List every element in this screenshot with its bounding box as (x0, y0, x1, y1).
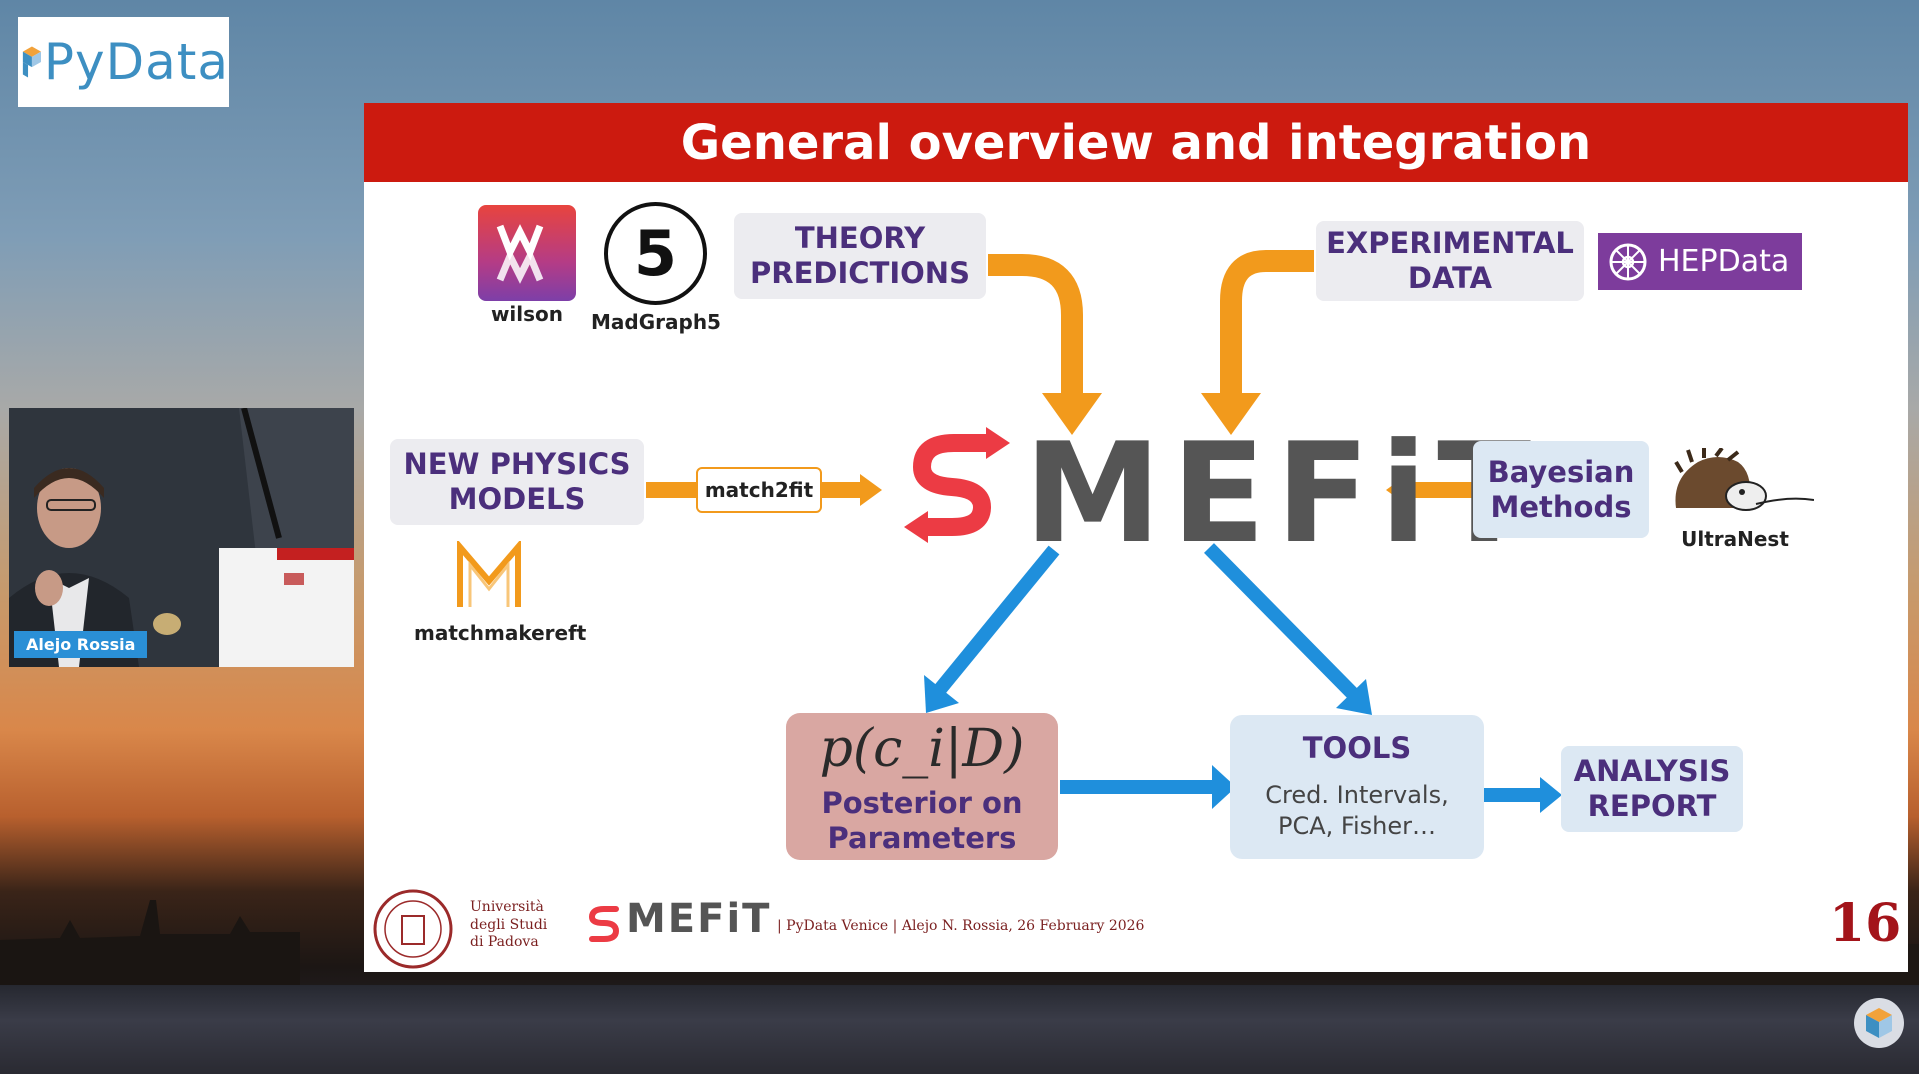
slide-title: General overview and integration (680, 114, 1592, 171)
theory-line-2: PREDICTIONS (750, 256, 970, 290)
match2fit-label: match2fit (696, 467, 822, 513)
tools-title: TOOLS (1302, 731, 1412, 766)
posterior-line-1: Posterior on (821, 785, 1023, 820)
madgraph-caption: MadGraph5 (591, 310, 721, 334)
mefit-small-s-icon (588, 906, 620, 942)
arrow-head-match2fit (860, 474, 882, 506)
models-line-2: MODELS (448, 482, 586, 516)
tools-box: TOOLS Cred. Intervals, PCA, Fisher… (1230, 715, 1484, 859)
flow-arrows (646, 250, 1562, 813)
arrow-head-theory (1042, 393, 1102, 435)
posterior-box: p(c_i|D) Posterior on Parameters (786, 713, 1058, 860)
university-name: Università degli Studi di Padova (470, 899, 547, 952)
pydata-corner-watermark (1854, 998, 1904, 1048)
university-seal-icon (373, 889, 453, 969)
slide-page-number: 16 (1829, 893, 1902, 954)
arrow-mefit-to-tools (1204, 543, 1359, 700)
arrow-head-bayesian (1386, 474, 1408, 506)
madgraph-logo: 5 (604, 202, 707, 305)
ultranest-hedgehog-icon (1674, 448, 1814, 511)
theory-line-1: THEORY (794, 221, 926, 256)
matchmakereft-caption: matchmakereft (414, 621, 587, 645)
analysis-report-box: ANALYSIS REPORT (1561, 746, 1743, 832)
arrow-experimental-to-mefit (1220, 250, 1314, 403)
pydata-logo: PyData (18, 17, 229, 107)
tools-item-1: Cred. Intervals, (1265, 781, 1449, 810)
posterior-line-2: Parameters (827, 820, 1017, 855)
matchmakereft-m-icon (457, 541, 521, 607)
hepdata-logo: HEPData (1598, 233, 1802, 290)
ultranest-caption: UltraNest (1681, 527, 1789, 551)
wilson-caption: wilson (490, 302, 564, 326)
university-line-2: degli Studi (470, 916, 548, 933)
arrow-theory-to-mefit (988, 254, 1083, 403)
arrow-head-experimental (1201, 393, 1261, 435)
arrow-head-tools-in (1212, 765, 1236, 809)
bayesian-methods-box: Bayesian Methods (1473, 441, 1649, 538)
arrow-head-tools (1336, 679, 1372, 715)
hepdata-logo-text: HEPData (1658, 244, 1790, 279)
speaker-video-frame (9, 408, 354, 667)
experimental-line-1: EXPERIMENTAL (1326, 226, 1574, 261)
arrow-mefit-to-posterior (931, 545, 1060, 698)
footer-event-line: | PyData Venice | Alejo N. Rossia, 26 Fe… (777, 918, 1145, 934)
footer-mefit-text: MEFiT (626, 896, 772, 942)
pydata-corner-cube-icon (1866, 1008, 1892, 1038)
new-physics-models-box: NEW PHYSICS MODELS (390, 439, 644, 525)
wilson-w-icon (496, 224, 544, 284)
speaker-name-label: Alejo Rossia (14, 631, 148, 658)
wilson-logo (478, 205, 576, 301)
university-line-3: di Padova (470, 934, 539, 950)
bayesian-line-1: Bayesian (1487, 454, 1635, 489)
report-line-2: REPORT (1587, 789, 1717, 823)
water-background (0, 985, 1919, 1074)
pydata-logo-text: PyData (43, 33, 229, 91)
speaker-webcam: Alejo Rossia (9, 408, 354, 667)
hepdata-wheel-icon (1609, 243, 1647, 280)
theory-predictions-box: THEORY PREDICTIONS (734, 213, 986, 299)
presentation-slide: General overview and integration wilson … (364, 103, 1908, 972)
mefit-center-logo-text: MEFiT (1024, 413, 1542, 574)
experimental-line-2: DATA (1407, 261, 1493, 295)
experimental-data-box: EXPERIMENTAL DATA (1316, 221, 1584, 301)
arrow-head-posterior (924, 675, 959, 713)
report-line-1: ANALYSIS (1573, 754, 1731, 789)
mefit-s-logo-icon (904, 427, 1010, 543)
arrow-head-report (1540, 777, 1562, 813)
madgraph-digit: 5 (633, 217, 678, 290)
models-line-1: NEW PHYSICS (403, 447, 631, 482)
university-line-1: Università (470, 899, 544, 915)
bayesian-line-2: Methods (1490, 489, 1632, 524)
tools-item-2: PCA, Fisher… (1278, 812, 1436, 841)
slide-header: General overview and integration (364, 103, 1908, 182)
posterior-formula: p(c_i|D) (819, 718, 1025, 779)
pydata-cube-icon (22, 46, 41, 78)
